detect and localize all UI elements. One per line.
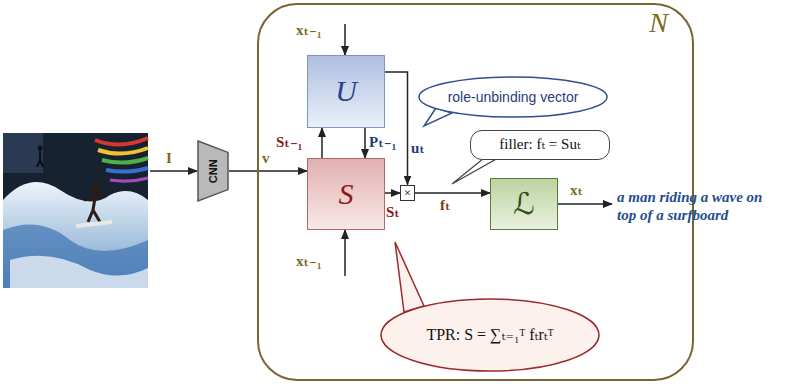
connector (415, 192, 490, 194)
signal-name: uₜ (411, 140, 425, 157)
signal-name: xₜ₋₁ (296, 22, 321, 39)
connector (385, 72, 408, 185)
connector (229, 170, 307, 172)
connector (364, 128, 366, 158)
signal-name: xₜ₋₁ (296, 253, 321, 270)
signal-name: fₜ (440, 197, 451, 214)
node-label: filler: fₜ = Suₜ (499, 136, 580, 153)
node-label: N (649, 7, 668, 39)
multiply-box: × (400, 185, 415, 202)
connector (385, 192, 400, 194)
output-caption: a man riding a wave on top of a surfboar… (617, 188, 767, 224)
signal-name: Sₜ (386, 204, 400, 221)
speech-bubble: role-unbinding vector (418, 76, 608, 118)
signal-name: I (166, 150, 172, 167)
node-label: TPR: S = ∑ₜ₌₁ᵀ fₜrₜᵀ (426, 326, 553, 344)
connector (321, 128, 323, 158)
node-label: ℒ (513, 187, 535, 222)
lstm-module: ℒ (490, 178, 558, 230)
signal-name: Sₜ₋₁ (276, 134, 302, 151)
callout-box: filler: fₜ = Suₜ (470, 130, 610, 160)
signal-name: xₜ (570, 182, 583, 199)
input-wire (344, 24, 346, 55)
cnn-block: CNN (197, 140, 229, 202)
signal-name: Pₜ₋₁ (369, 134, 396, 151)
node-label: role-unbinding vector (448, 89, 579, 105)
bubble-tail (395, 242, 424, 312)
node-label: CNN (207, 159, 220, 183)
signal-name: v (262, 150, 270, 167)
output-wire (558, 203, 612, 205)
image-input-wire (150, 170, 197, 172)
node-label: S (339, 177, 354, 212)
node-label: U (335, 74, 357, 109)
callout-ellipse: TPR: S = ∑ₜ₌₁ᵀ fₜrₜᵀ (380, 298, 600, 372)
signal-wires (150, 24, 612, 276)
node-label: × (404, 186, 411, 201)
unbinding-module: U (307, 55, 385, 128)
input-wire (344, 230, 346, 276)
tpr-module: S (307, 158, 385, 230)
surfer-photo (3, 133, 148, 288)
